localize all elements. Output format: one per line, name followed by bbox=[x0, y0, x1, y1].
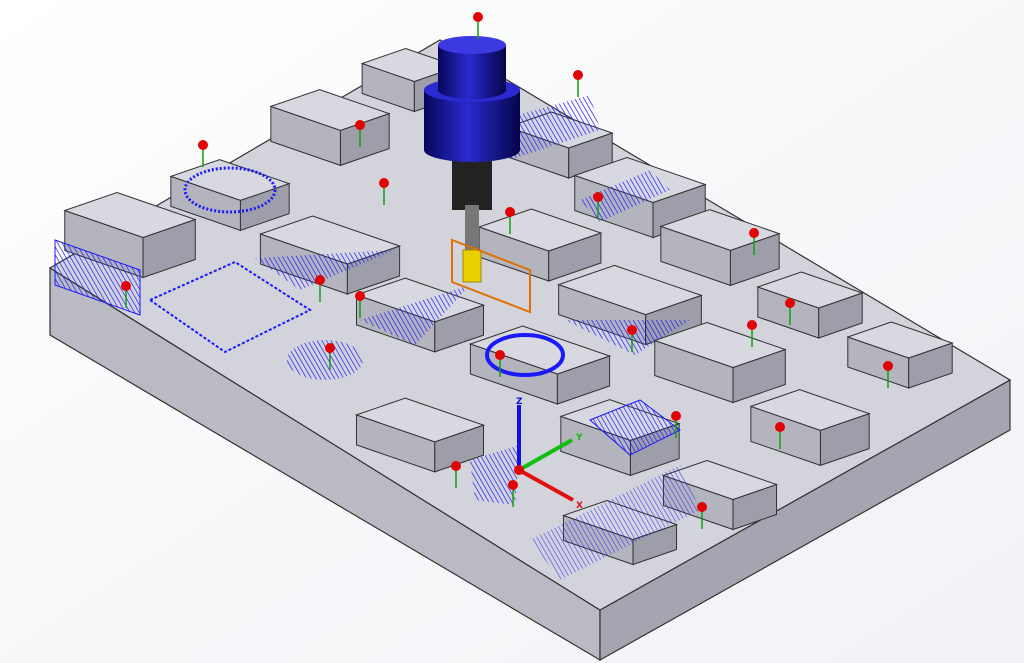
tool-bounding-box bbox=[451, 238, 531, 314]
feature-block bbox=[169, 159, 291, 232]
operation-marker[interactable] bbox=[121, 281, 131, 291]
feature-block bbox=[756, 271, 864, 339]
toolpath-chamfer bbox=[565, 320, 690, 355]
feature-block bbox=[354, 397, 486, 473]
feature-block bbox=[653, 321, 787, 404]
toolpath-left-edge bbox=[54, 239, 141, 316]
operation-marker[interactable] bbox=[775, 422, 785, 432]
operation-marker[interactable] bbox=[473, 12, 483, 22]
operation-marker[interactable] bbox=[379, 178, 389, 188]
origin-marker bbox=[514, 465, 524, 475]
operation-marker[interactable] bbox=[747, 320, 757, 330]
toolpath-front-ribs bbox=[530, 465, 700, 580]
toolpath-slot-u bbox=[580, 170, 670, 222]
feature-block bbox=[63, 191, 197, 279]
operation-marker[interactable] bbox=[198, 140, 208, 150]
operation-marker[interactable] bbox=[671, 411, 681, 421]
feature-block bbox=[749, 389, 871, 467]
operation-marker[interactable] bbox=[315, 275, 325, 285]
cutting-tool bbox=[462, 249, 482, 283]
coordinate-triad: Z Y X bbox=[514, 397, 583, 511]
operation-marker[interactable] bbox=[451, 461, 461, 471]
tool-shaft bbox=[465, 205, 479, 250]
operation-markers bbox=[121, 12, 893, 529]
operation-marker[interactable] bbox=[883, 361, 893, 371]
toolpath-cyl-cut bbox=[470, 445, 520, 505]
toolpath-circular-boss bbox=[287, 340, 363, 380]
stock-base bbox=[48, 39, 1012, 662]
operation-marker[interactable] bbox=[505, 207, 515, 217]
operation-marker[interactable] bbox=[785, 298, 795, 308]
operation-marker[interactable] bbox=[325, 343, 335, 353]
operation-marker[interactable] bbox=[355, 291, 365, 301]
y-axis-label: Y bbox=[575, 433, 583, 443]
operation-marker[interactable] bbox=[495, 350, 505, 360]
feature-block bbox=[659, 209, 781, 287]
feature-block bbox=[846, 321, 954, 389]
toolpath-step-top bbox=[500, 95, 600, 160]
x-axis-label: X bbox=[576, 501, 583, 511]
spindle-body bbox=[424, 90, 520, 162]
z-axis-label: Z bbox=[516, 397, 523, 407]
operation-marker[interactable] bbox=[508, 480, 518, 490]
operation-marker[interactable] bbox=[697, 502, 707, 512]
toolpath-island bbox=[589, 399, 681, 456]
operation-marker[interactable] bbox=[627, 325, 637, 335]
toolpath-triangle-face bbox=[255, 250, 395, 290]
toolpath-ring bbox=[485, 333, 565, 377]
spindle-tool bbox=[424, 36, 531, 314]
operation-marker[interactable] bbox=[573, 70, 583, 80]
operation-marker[interactable] bbox=[593, 192, 603, 202]
x-axis bbox=[518, 468, 574, 502]
spindle-top bbox=[438, 45, 506, 99]
toolpath-pocket-kidney bbox=[147, 260, 313, 354]
toolpaths bbox=[54, 95, 700, 580]
spindle-cap bbox=[438, 36, 506, 54]
operation-marker[interactable] bbox=[749, 228, 759, 238]
toolpath-bores bbox=[183, 166, 277, 214]
operation-marker[interactable] bbox=[355, 120, 365, 130]
toolpath-slope-face bbox=[360, 285, 470, 345]
y-axis bbox=[518, 438, 573, 472]
